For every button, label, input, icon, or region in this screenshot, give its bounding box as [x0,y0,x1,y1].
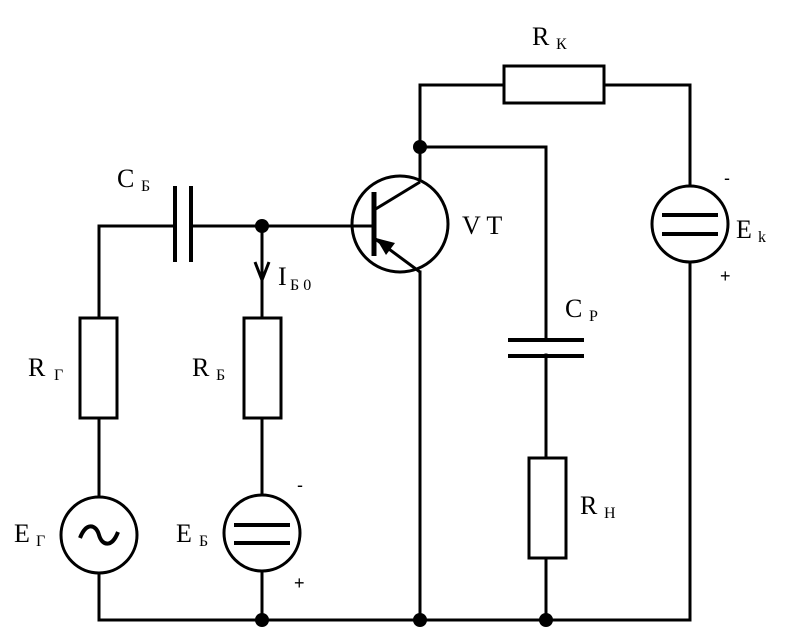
label-rn-sub: Н [604,505,616,522]
label-cb-sub: Б [141,178,150,195]
label-eb-sub: Б [199,533,208,550]
capacitor-cp [508,338,584,358]
label-ek: E [736,215,752,244]
resistor-rk [502,64,606,105]
label-eg: E [14,519,30,548]
label-ib0: I [278,262,287,291]
source-eg [59,495,139,575]
resistor-rb [242,316,283,420]
ac-wave-icon [78,524,120,546]
label-rg: R [28,353,46,382]
label-cp: C [565,294,582,323]
label-rn: R [580,491,598,520]
eb-minus-sign: - [297,475,303,495]
label-rg-sub: Г [54,367,63,384]
node-ground-rn [539,613,553,627]
node-base [255,219,269,233]
eb-plus-sign: + [294,573,305,593]
ek-minus-sign: - [724,168,730,188]
source-ek [650,184,730,264]
label-ek-sub: k [758,229,766,246]
junction-nodes [255,140,553,627]
resistor-rg [78,316,119,420]
ek-plus-sign: + [720,266,731,286]
label-vt: V T [462,211,502,240]
current-arrow-icon [253,261,271,285]
label-cb: C [117,164,134,193]
node-ground-rb [255,613,269,627]
label-cp-sub: P [589,308,598,325]
transistor-vt [350,174,450,274]
label-eg-sub: Г [36,533,45,550]
node-ground-emitter [413,613,427,627]
source-eb [222,493,302,573]
resistor-rn [527,456,568,560]
node-collector [413,140,427,154]
label-rb-sub: Б [216,367,225,384]
label-rk: R [532,22,550,51]
label-ib0-sub: Б 0 [290,277,311,294]
capacitor-cb [173,186,193,262]
label-rk-sub: К [556,36,567,53]
emitter-arrow-icon [376,238,395,255]
label-rb: R [192,353,210,382]
wires [97,83,692,622]
label-eb: E [176,519,192,548]
